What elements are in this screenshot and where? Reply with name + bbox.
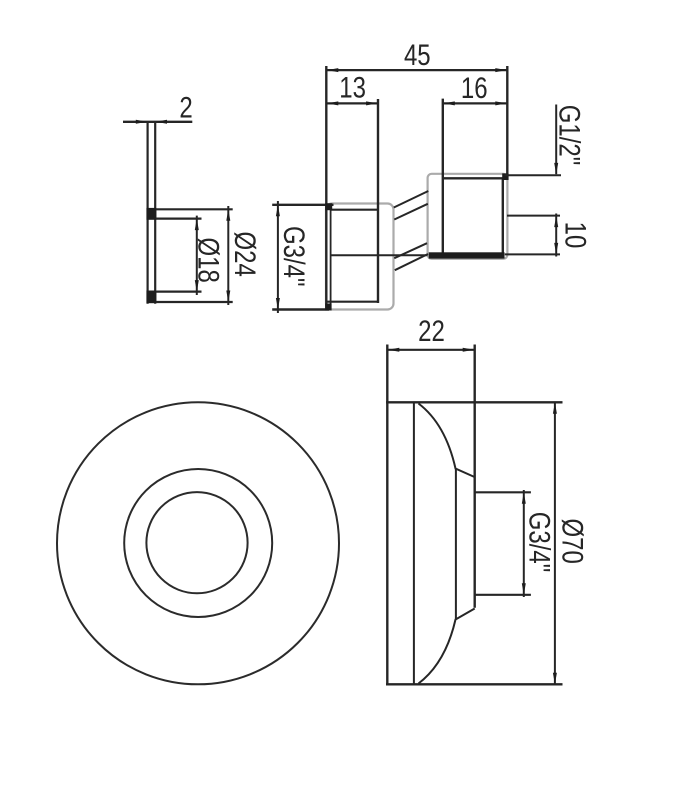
svg-text:Ø24: Ø24 (228, 232, 262, 277)
svg-text:Ø18: Ø18 (192, 238, 226, 283)
svg-text:Ø70: Ø70 (556, 519, 590, 564)
svg-text:16: 16 (461, 70, 488, 104)
svg-text:13: 13 (339, 70, 366, 104)
svg-text:45: 45 (404, 37, 431, 71)
svg-text:G3/4": G3/4" (277, 226, 311, 287)
svg-text:G1/2": G1/2" (553, 105, 587, 166)
svg-text:G3/4": G3/4" (523, 512, 557, 573)
svg-text:10: 10 (559, 222, 593, 249)
svg-text:2: 2 (179, 90, 192, 124)
svg-text:22: 22 (418, 313, 445, 347)
